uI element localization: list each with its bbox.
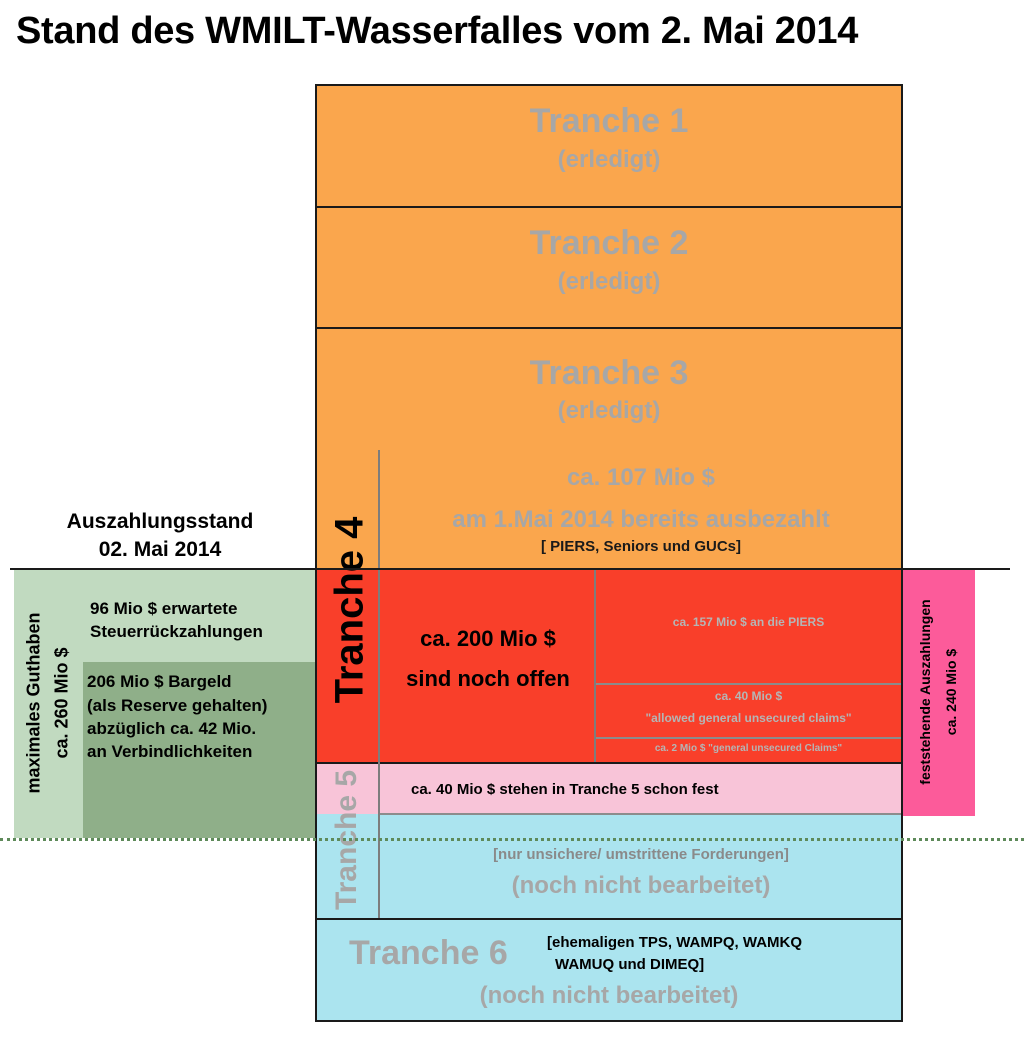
tranche-4-sub-line-1: [596, 683, 901, 685]
tranche-2-status: (erledigt): [557, 268, 661, 295]
tranche-6-block: Tranche 6 [ehemaligen TPS, WAMPQ, WAMKQ …: [315, 918, 903, 1022]
tranche-6-note-line1: [ehemaligen TPS, WAMPQ, WAMKQ: [547, 934, 803, 951]
left-tax-refund-block: 96 Mio $ erwartete Steuerrückzahlungen: [83, 569, 315, 662]
dotted-reserve-line: [0, 838, 1024, 841]
tranche-4-allowed-line2: "allowed general unsecured claims": [645, 711, 852, 725]
tranche-4-piers: ca. 157 Mio $ an die PIERS: [672, 615, 825, 629]
left-cash-line4: an Verbindlichkeiten: [87, 742, 253, 761]
tranche-6-label: Tranche 6: [349, 934, 508, 972]
tranche-4-paid-note: [ PIERS, Seniors und GUCs]: [540, 538, 742, 555]
tranche-1-block: Tranche 1 (erledigt): [315, 84, 903, 208]
tranche-4-open-line1: ca. 200 Mio $: [420, 626, 556, 651]
tranche-5-note: [nur unsichere/ umstrittene Forderungen]: [493, 846, 789, 863]
tranche-4-allowed-line1: ca. 40 Mio $: [714, 689, 783, 703]
tranche-4-paid-block: ca. 107 Mio $ am 1.Mai 2014 bereits ausb…: [315, 450, 903, 570]
tranche-4-open-line2: sind noch offen: [406, 666, 570, 691]
tranche-4-label: Tranche 4: [327, 516, 372, 704]
tranche-3-block: Tranche 3 (erledigt): [315, 327, 903, 452]
tranche-6-status: (noch nicht bearbeitet): [479, 982, 739, 1009]
left-cash-line2: (als Reserve gehalten): [87, 696, 268, 715]
tranche-5-open-block: [nur unsichere/ umstrittene Forderungen]…: [315, 814, 903, 920]
tranche-4-general: ca. 2 Mio $ "general unsecured Claims": [654, 743, 843, 754]
tranche-4-sub-line-2: [596, 737, 901, 739]
tranche-1-label: Tranche 1: [529, 102, 689, 140]
tranche-2-label: Tranche 2: [529, 224, 689, 262]
tranche-4-open-block: ca. 200 Mio $ sind noch offen ca. 157 Mi…: [315, 570, 903, 762]
left-cash-block: 206 Mio $ Bargeld (als Reserve gehalten)…: [83, 662, 315, 838]
tranche-5-inner-line: [380, 813, 901, 815]
right-fixed-payouts-column: [903, 569, 975, 816]
payout-status-line: [10, 568, 1010, 570]
tranche-3-label: Tranche 3: [529, 354, 689, 392]
right-fixed-payouts-line1: feststehende Auszahlungen: [917, 599, 933, 785]
page-title: Stand des WMILT-Wasserfalles vom 2. Mai …: [16, 10, 859, 52]
left-tax-line2: Steuerrückzahlungen: [90, 622, 263, 641]
left-max-credit-column: [14, 569, 83, 838]
tranche-4-divider: [378, 450, 380, 762]
tranche-1-status: (erledigt): [557, 146, 661, 173]
tranche-4-paid-text: am 1.Mai 2014 bereits ausbezahlt: [452, 506, 830, 533]
right-fixed-payouts-line2: ca. 240 Mio $: [943, 648, 959, 736]
tranche-6-note-line2: WAMUQ und DIMEQ]: [555, 956, 705, 973]
tranche-2-block: Tranche 2 (erledigt): [315, 206, 903, 329]
left-cash-line3: abzüglich ca. 42 Mio.: [87, 719, 257, 738]
tranche-5-status: (noch nicht bearbeitet): [511, 872, 771, 899]
left-tax-line1: 96 Mio $ erwartete: [90, 599, 238, 618]
left-max-credit-line2: ca. 260 Mio $: [51, 647, 72, 759]
tranche-5-fixed-text: ca. 40 Mio $ stehen in Tranche 5 schon f…: [411, 781, 719, 798]
payout-status-line2: 02. Mai 2014: [98, 538, 222, 561]
left-cash-line1: 206 Mio $ Bargeld: [87, 672, 232, 691]
tranche-3-status: (erledigt): [557, 397, 661, 424]
payout-status-line1: Auszahlungsstand: [66, 510, 254, 533]
tranche-5-fixed-block: ca. 40 Mio $ stehen in Tranche 5 schon f…: [315, 762, 903, 814]
left-max-credit-line1: maximales Guthaben: [23, 612, 44, 794]
tranche-4-sub-divider: [594, 570, 596, 762]
tranche-4-paid-amount: ca. 107 Mio $: [566, 464, 716, 491]
